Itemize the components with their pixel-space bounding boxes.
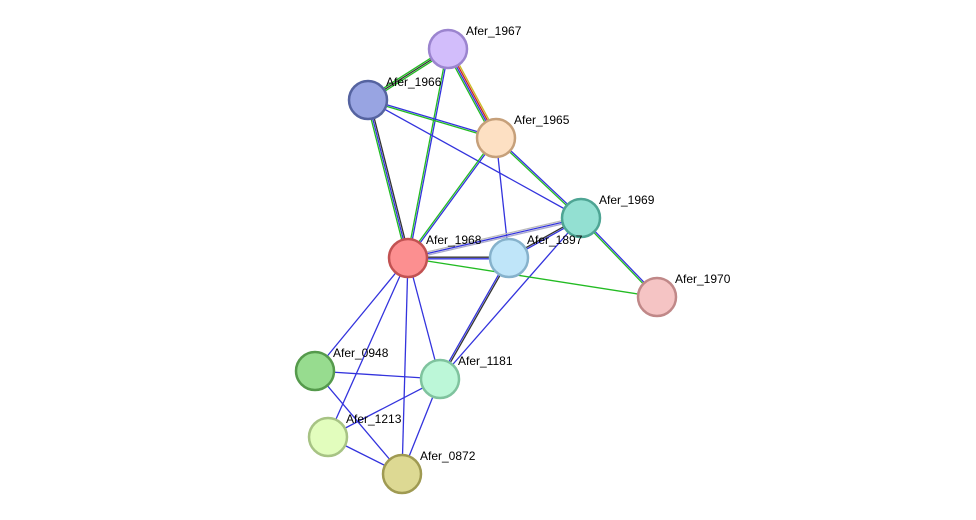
edge-line	[439, 217, 582, 380]
edge-Afer_1968-Afer_1181	[407, 257, 441, 380]
edge-line	[407, 215, 581, 258]
node-circle[interactable]	[560, 197, 602, 239]
node-circle[interactable]	[636, 276, 678, 318]
edge-line	[368, 99, 411, 258]
edge-line	[367, 99, 409, 259]
edge-line	[408, 49, 450, 259]
node-Afer_1181[interactable]: Afer_1181	[419, 354, 513, 400]
node-Afer_1967[interactable]: Afer_1967	[427, 24, 522, 70]
edge-line	[440, 258, 511, 380]
node-circle[interactable]	[488, 237, 530, 279]
edge-line	[408, 138, 498, 259]
edge-Afer_0948-Afer_0872	[314, 370, 403, 475]
node-circle[interactable]	[294, 350, 336, 392]
edge-line	[407, 257, 441, 380]
edge-Afer_1967-Afer_1968	[406, 48, 450, 259]
node-label: Afer_1213	[346, 412, 402, 426]
node-circle[interactable]	[387, 237, 429, 279]
edge-line	[407, 257, 658, 298]
node-Afer_1969[interactable]: Afer_1969	[560, 193, 655, 239]
node-Afer_1213[interactable]: Afer_1213	[307, 412, 402, 458]
node-label: Afer_0948	[333, 346, 389, 360]
node-circle[interactable]	[419, 358, 461, 400]
edge-line	[365, 100, 408, 259]
node-label: Afer_0872	[420, 449, 476, 463]
edge-line	[407, 217, 582, 259]
edge-line	[327, 378, 441, 438]
node-label: Afer_1969	[599, 193, 655, 207]
edge-Afer_0948-Afer_1181	[314, 370, 441, 380]
edge-line	[367, 99, 582, 219]
edge-line	[327, 257, 409, 438]
nodes-layer: Afer_1967Afer_1966Afer_1965Afer_1969Afer…	[294, 24, 731, 495]
edge-Afer_1969-Afer_1968	[407, 215, 582, 261]
edge-Afer_1969-Afer_1181	[439, 217, 582, 380]
edge-Afer_1966-Afer_1968	[365, 99, 411, 259]
edge-line	[367, 100, 496, 140]
node-label: Afer_1967	[466, 24, 522, 38]
edge-Afer_1966-Afer_1969	[367, 99, 582, 219]
node-Afer_1968[interactable]: Afer_1968	[387, 233, 482, 279]
node-label: Afer_1966	[386, 75, 442, 89]
edge-Afer_1968-Afer_1970	[407, 257, 658, 298]
edge-line	[401, 257, 409, 475]
node-Afer_1966[interactable]: Afer_1966	[347, 75, 442, 121]
node-circle[interactable]	[427, 28, 469, 70]
edge-line	[314, 370, 441, 380]
edge-Afer_1181-Afer_1213	[327, 378, 441, 438]
edge-Afer_1968-Afer_0948	[314, 257, 409, 372]
node-circle[interactable]	[381, 453, 423, 495]
edge-Afer_1968-Afer_0872	[401, 257, 409, 475]
edge-line	[438, 257, 509, 379]
edge-Afer_1968-Afer_1213	[327, 257, 409, 438]
node-circle[interactable]	[347, 79, 389, 121]
edge-line	[368, 98, 497, 138]
edge-Afer_1965-Afer_1968	[406, 137, 498, 259]
node-circle[interactable]	[307, 416, 349, 458]
node-label: Afer_1181	[458, 354, 513, 368]
edge-line	[314, 257, 409, 372]
edge-line	[408, 218, 582, 261]
node-Afer_1897[interactable]: Afer_1897	[488, 233, 583, 279]
edge-Afer_1897-Afer_1181	[438, 257, 511, 380]
node-Afer_0872[interactable]: Afer_0872	[381, 449, 476, 495]
edge-Afer_1966-Afer_1965	[367, 98, 497, 140]
node-label: Afer_1970	[675, 272, 731, 286]
node-circle[interactable]	[475, 117, 517, 159]
edge-line	[406, 137, 496, 258]
node-label: Afer_1965	[514, 113, 570, 127]
node-Afer_0948[interactable]: Afer_0948	[294, 346, 389, 392]
edge-line	[406, 48, 448, 258]
node-label: Afer_1968	[426, 233, 482, 247]
node-Afer_1965[interactable]: Afer_1965	[475, 113, 570, 159]
node-label: Afer_1897	[527, 233, 583, 247]
node-Afer_1970[interactable]: Afer_1970	[636, 272, 731, 318]
edge-line	[314, 370, 403, 475]
